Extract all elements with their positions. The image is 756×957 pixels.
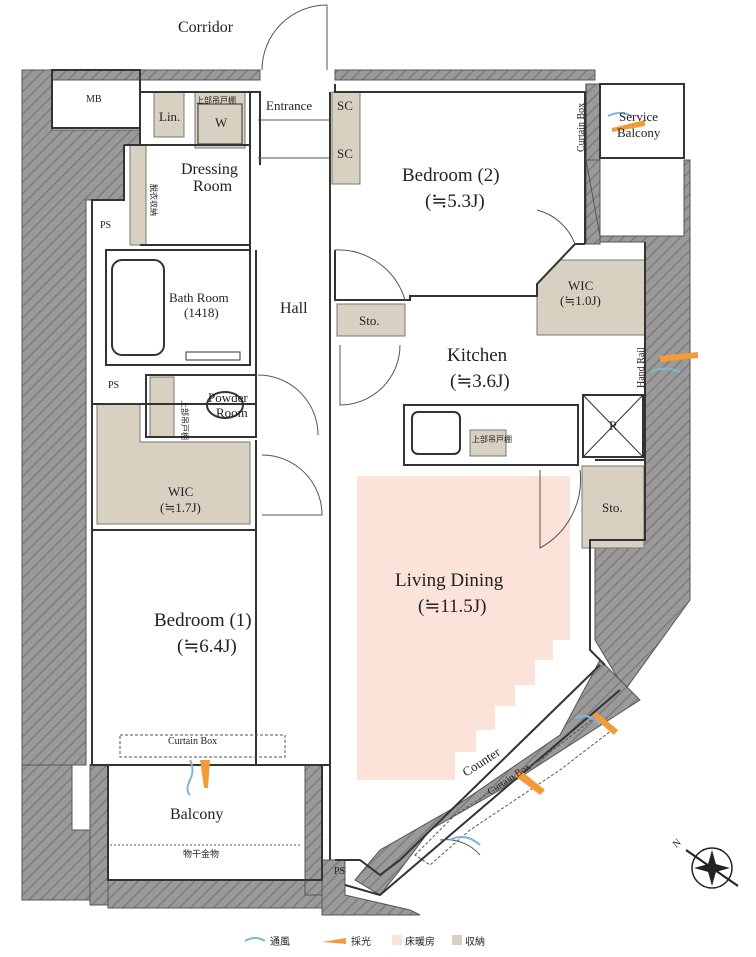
bedroom1-size: (≒6.4J) — [177, 636, 237, 657]
legend-ventilation-label: 通風 — [270, 936, 290, 948]
dressing-storage-label: 脱衣収納 — [149, 184, 159, 216]
ps-label-3: PS — [334, 866, 345, 877]
ps-label-1: PS — [100, 220, 111, 231]
upper-cabinet-label-1: 上部吊戸棚 — [196, 95, 236, 105]
laundry-pole-label: 物干金物 — [183, 848, 219, 860]
hall-storage-label: Sto. — [359, 313, 380, 328]
powder-room-label-1: Powder — [208, 390, 248, 405]
floor-heating-area — [357, 476, 570, 780]
bath-room-label-2: (1418) — [184, 305, 219, 320]
kitchen-size: (≒3.6J) — [450, 371, 510, 392]
dressing-room-label-2: Room — [193, 178, 233, 195]
door-swings — [110, 4, 613, 866]
storage-areas — [96, 91, 646, 549]
living-dining-name: Living Dining — [395, 570, 504, 591]
bath-room-label-1: Bath Room — [169, 290, 229, 305]
kitchen-cabinet-label: 上部吊戸棚 — [472, 434, 512, 444]
wic1-name: WIC — [168, 484, 193, 499]
curtain-box-bedroom-label: Curtain Box — [168, 736, 217, 747]
interior-walls — [51, 69, 685, 897]
dressing-room-label-1: Dressing — [181, 161, 238, 178]
legend-swatches — [244, 935, 462, 945]
curtain-box-top-label: Curtain Box — [576, 103, 587, 152]
refrigerator-label: R — [609, 418, 618, 433]
wic2-size: (≒1.0J) — [560, 293, 601, 308]
labels: Corridor MB Lin. 上部吊戸棚 W Entrance SC SC … — [86, 19, 683, 948]
entrance-label: Entrance — [266, 98, 312, 113]
service-balcony-label-1: Service — [619, 109, 658, 124]
washer-label: W — [215, 115, 228, 130]
balcony-label: Balcony — [170, 806, 223, 823]
ventilation-symbols — [186, 112, 681, 846]
bedroom2-name: Bedroom (2) — [402, 165, 500, 186]
wic1-size: (≒1.7J) — [160, 500, 201, 515]
service-balcony-label-2: Balcony — [617, 125, 661, 140]
legend-wind-icon — [244, 937, 266, 942]
legend-storage-label: 収納 — [465, 935, 485, 948]
linen-label: Lin. — [159, 109, 180, 124]
legend-floor-heating-swatch — [392, 935, 402, 945]
hand-rail-label: Hand Rail — [636, 347, 647, 388]
wic2-name: WIC — [568, 278, 593, 293]
legend-storage-swatch — [452, 935, 462, 945]
shoe-closet-1-label: SC — [337, 98, 353, 113]
legend-floor-heating-label: 床暖房 — [405, 935, 435, 948]
right-wall-mass — [585, 159, 691, 691]
compass-rose — [685, 847, 739, 889]
living-dining-size: (≒11.5J) — [418, 596, 487, 617]
powder-room-label-2: Room — [216, 405, 248, 420]
compass-north-label: N — [671, 837, 684, 850]
bedroom1-name: Bedroom (1) — [154, 610, 252, 631]
legend-lighting-label: 採光 — [351, 935, 371, 948]
exterior-walls — [21, 69, 691, 916]
ld-storage-label: Sto. — [602, 500, 623, 515]
legend-light-icon — [322, 938, 346, 944]
shoe-closet-2-label: SC — [337, 146, 353, 161]
kitchen-name: Kitchen — [447, 345, 508, 366]
corridor-label: Corridor — [178, 19, 234, 36]
powder-cabinet-label: 上部吊戸棚 — [180, 400, 190, 440]
bedroom2-size: (≒5.3J) — [425, 191, 485, 212]
ps-label-2: PS — [108, 380, 119, 391]
mb-label: MB — [86, 94, 102, 105]
lighting-symbols — [200, 120, 698, 795]
hall-label: Hall — [280, 300, 308, 317]
